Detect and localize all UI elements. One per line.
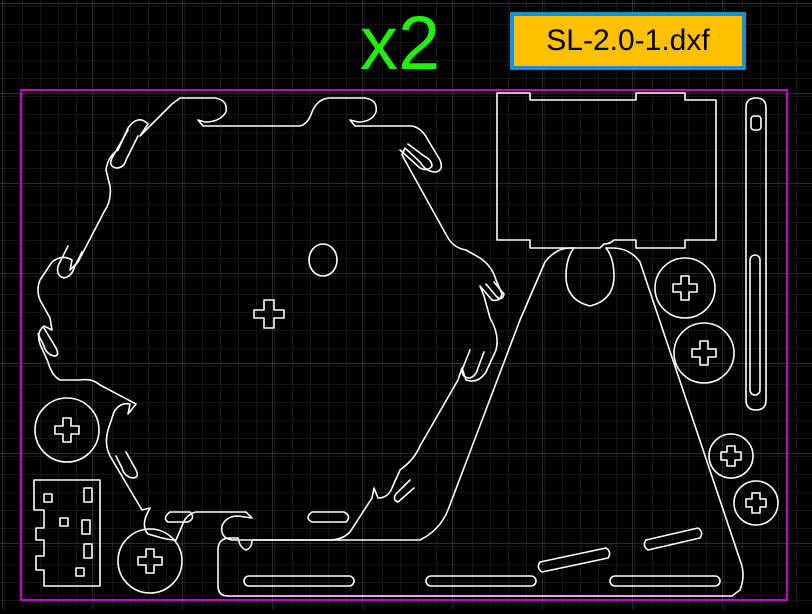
vertical-strip-part [745, 97, 767, 411]
small-bracket-hole-3 [81, 519, 91, 535]
quantity-label: x2 [360, 1, 441, 86]
stand-slot-bottom-3 [609, 575, 721, 587]
hex-slot-4 [485, 281, 505, 300]
hex-slot-7 [307, 511, 350, 523]
small-bracket-hole-6 [75, 567, 85, 577]
knob-6 [733, 480, 779, 526]
small-bracket-hole-1 [83, 487, 93, 503]
stand-slot-bottom-2 [425, 575, 537, 587]
stand-slot-bottom-1 [243, 575, 355, 587]
small-bracket-hole-4 [59, 517, 69, 527]
hex-center-hole [308, 243, 338, 277]
small-bracket-part [33, 479, 101, 587]
hex-slot-9 [37, 327, 59, 357]
stand-slot-diagonal-1 [537, 547, 611, 573]
hex-slot-10 [164, 511, 194, 523]
strip-long-slot [749, 254, 761, 396]
sheet-border [20, 89, 788, 601]
bracket-part [496, 92, 717, 249]
hex-center-cross [253, 299, 285, 329]
hex-slot-1 [109, 129, 139, 169]
hex-slot-3 [399, 143, 433, 171]
hexagon-frame-part [37, 97, 503, 541]
strip-top-slot [750, 115, 762, 131]
triangle-stand-part [217, 247, 744, 597]
knob-3 [654, 257, 716, 319]
hex-slot-5 [461, 349, 485, 379]
hex-slot-8 [115, 451, 139, 479]
small-bracket-hole-5 [83, 543, 93, 559]
stand-slot-diagonal-2 [643, 527, 703, 551]
knob-2 [117, 528, 183, 594]
filename-label: SL-2.0-1.dxf [510, 12, 746, 70]
hex-slot-6 [393, 479, 415, 503]
knob-1 [34, 397, 100, 463]
hex-slot-2 [56, 245, 83, 279]
small-bracket-hole-2 [43, 493, 53, 503]
knob-4 [673, 322, 735, 384]
knob-5 [708, 433, 754, 479]
